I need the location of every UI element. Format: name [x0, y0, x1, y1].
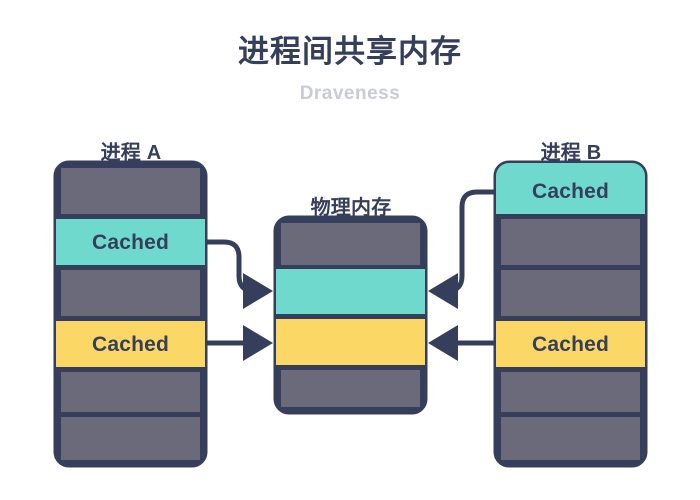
- arrowhead-into-physical-yellow-right: [428, 325, 458, 361]
- physical-memory-cell-0[interactable]: [281, 223, 420, 265]
- process-b-cell-0[interactable]: [496, 163, 645, 214]
- arrowhead-into-physical-yellow-left: [243, 325, 273, 361]
- arrowhead-into-physical-teal-left: [243, 273, 273, 309]
- memory-block-physical-memory[interactable]: [273, 215, 428, 415]
- connector-b-teal-to-physical-teal: [434, 189, 496, 294]
- process-a-cell-1-label: Cached: [91, 231, 170, 254]
- process-a-cell-0[interactable]: [61, 168, 200, 214]
- block-label-process-b: 进程 B: [540, 142, 602, 164]
- physical-memory-cell-2[interactable]: [276, 319, 425, 365]
- block-label-process-a: 进程 A: [100, 142, 162, 164]
- memory-block-process-b[interactable]: [493, 160, 648, 468]
- process-b-cell-3[interactable]: [496, 321, 645, 367]
- memory-block-process-a[interactable]: [53, 160, 208, 468]
- physical-memory-cell-1[interactable]: [276, 269, 425, 314]
- arrowhead-into-physical-teal-right: [428, 273, 458, 309]
- process-b-cell-2[interactable]: [501, 270, 640, 316]
- process-a-cell-3-label: Cached: [91, 333, 170, 356]
- process-a-cell-3[interactable]: [56, 321, 205, 367]
- process-a-cell-2[interactable]: [61, 270, 200, 316]
- process-b-cell-3-label: Cached: [531, 333, 610, 356]
- page-title: 进程间共享内存: [238, 34, 462, 69]
- process-a-cell-5[interactable]: [61, 417, 200, 460]
- physical-memory-cell-3[interactable]: [281, 370, 420, 407]
- process-b-cell-4[interactable]: [501, 372, 640, 412]
- process-b-cell-1[interactable]: [501, 219, 640, 265]
- process-a-cell-4[interactable]: [61, 372, 200, 412]
- block-label-physical-memory: 物理内存: [310, 197, 392, 219]
- process-a-cell-1[interactable]: [56, 219, 205, 265]
- process-b-cell-0-label: Cached: [531, 180, 610, 203]
- process-b-cell-5[interactable]: [501, 417, 640, 460]
- page-subtitle: Draveness: [299, 83, 401, 104]
- arrowhead-group: [243, 273, 458, 361]
